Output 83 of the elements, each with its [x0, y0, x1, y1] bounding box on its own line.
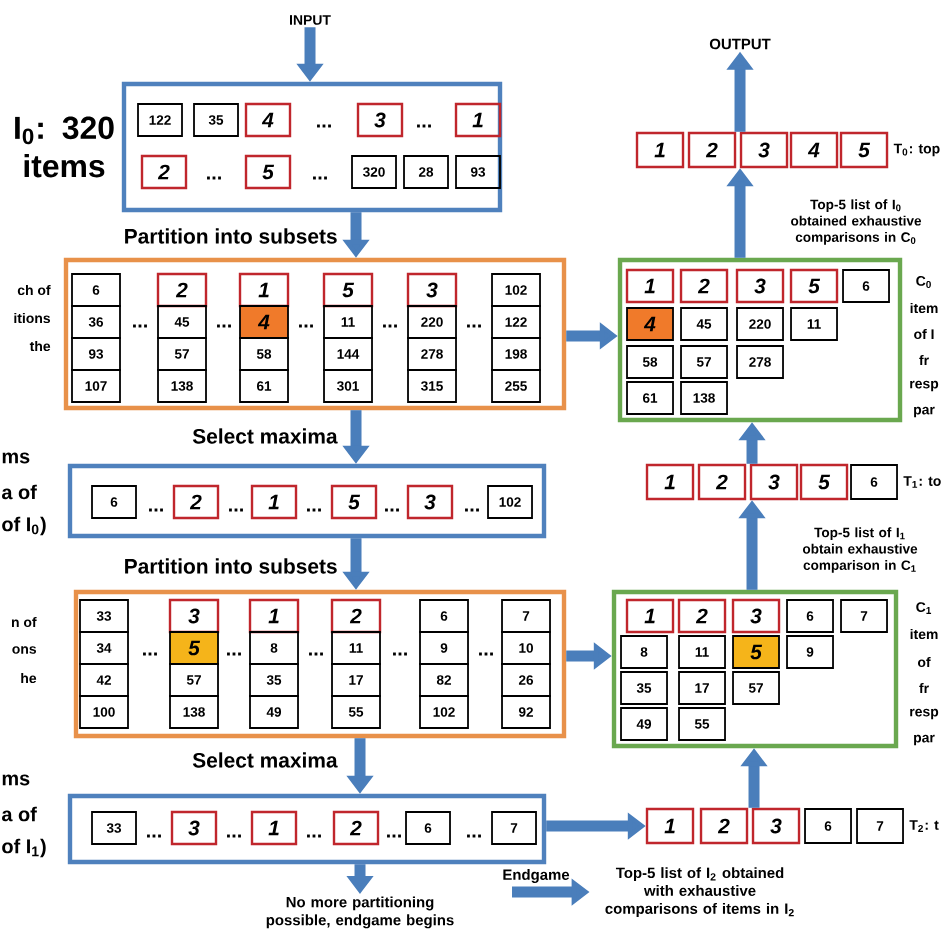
ellipsis: ... [309, 652, 323, 656]
number-cell: 3 [739, 131, 789, 169]
number-cell: 1 [645, 463, 695, 501]
ellipsis: ... [227, 834, 241, 838]
number-cell: 3 [749, 463, 799, 501]
number-cell: 2 [677, 598, 727, 634]
side-note: of I$_{0}$) [2, 516, 46, 536]
ellipsis: ... [317, 124, 331, 128]
ellipsis: ... [149, 508, 163, 512]
side-note: a of [2, 806, 37, 822]
ellipsis: ... [147, 834, 161, 838]
subset-box [63, 257, 567, 411]
number-cell: 1 [635, 131, 685, 169]
ellipsis: ... [417, 124, 431, 128]
number-cell: 1 [454, 102, 502, 138]
number-cell: 5 [330, 484, 378, 520]
number-cell: 3 [168, 598, 220, 634]
number-cell: 4 [239, 305, 289, 339]
subset-box [611, 589, 899, 749]
ellipsis: ... [467, 324, 481, 328]
number-cell: 2 [679, 268, 729, 304]
edge-label: Partition into subsets [125, 228, 337, 244]
ellipsis: ... [143, 652, 157, 656]
number-cell: 3 [735, 268, 785, 304]
number-cell: 5 [322, 272, 374, 308]
number-cell: 2 [172, 484, 220, 520]
ellipsis: ... [227, 652, 241, 656]
number-cell: 4 [244, 102, 292, 138]
number-cell: 1 [625, 268, 675, 304]
number-cell: 3 [731, 598, 781, 634]
ellipsis: ... [467, 834, 481, 838]
number-cell: 5 [169, 631, 219, 665]
number-cell: 1 [238, 272, 290, 308]
number-cell: 2 [697, 463, 747, 501]
ellipsis: ... [307, 508, 321, 512]
number-cell: 1 [625, 598, 675, 634]
ellipsis: ... [133, 324, 147, 328]
ellipsis: ... [207, 176, 221, 180]
number-cell: 3 [356, 102, 404, 138]
number-cell: 2 [699, 807, 749, 845]
number-cell: 1 [645, 807, 695, 845]
number-cell: 3 [751, 807, 801, 845]
ellipsis: ... [307, 834, 321, 838]
side-note: of I$_{1}$) [2, 838, 46, 858]
number-cell: 5 [789, 268, 839, 304]
number-cell: 5 [799, 463, 849, 501]
subset-box [73, 589, 567, 739]
ellipsis: ... [387, 834, 401, 838]
edge-label: Select maxima [192, 752, 338, 768]
number-cell: 1 [248, 598, 300, 634]
number-cell: 1 [250, 810, 298, 846]
ellipsis: ... [479, 652, 493, 656]
number-cell: 2 [687, 131, 737, 169]
list-label: I$_{0}$: 320 items [15, 116, 114, 178]
ellipsis: ... [313, 176, 327, 180]
ellipsis: ... [385, 508, 399, 512]
number-cell: 3 [170, 810, 218, 846]
edge-label: Partition into subsets [125, 558, 337, 574]
ellipsis: ... [465, 508, 479, 512]
number-cell: 2 [330, 598, 382, 634]
ellipsis: ... [393, 652, 407, 656]
ellipsis: ... [299, 324, 313, 328]
number-cell: 4 [626, 307, 674, 341]
number-cell: 4 [789, 131, 839, 169]
list-box [67, 793, 547, 865]
number-cell: 5 [244, 154, 292, 190]
number-cell: 2 [140, 154, 188, 190]
number-cell: 2 [156, 272, 208, 308]
number-cell: 1 [250, 484, 298, 520]
ellipsis: ... [229, 508, 243, 512]
number-cell: 2 [332, 810, 380, 846]
edge-label: Select maxima [192, 428, 338, 444]
side-note: ms [2, 774, 30, 786]
number-cell: 3 [406, 484, 454, 520]
ellipsis: ... [217, 324, 231, 328]
ellipsis: ... [383, 324, 397, 328]
list-box [67, 463, 547, 539]
side-note: a of [2, 484, 37, 500]
subset-box [617, 257, 903, 423]
number-cell: 3 [406, 272, 458, 308]
side-note: ms [2, 452, 30, 464]
number-cell: 5 [732, 635, 780, 669]
number-cell: 5 [839, 131, 889, 169]
